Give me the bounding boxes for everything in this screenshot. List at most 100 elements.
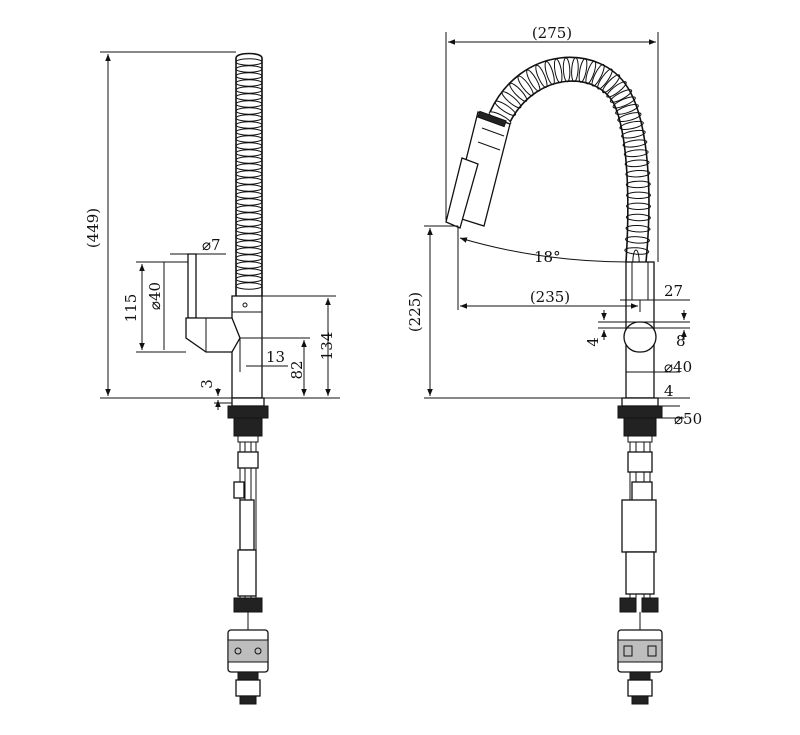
dim-body-offset: 27 — [664, 282, 683, 300]
left-faucet-body — [185, 253, 263, 399]
dim-body-height: 134 — [318, 332, 336, 361]
coil-ring — [585, 60, 597, 85]
dim-base-diameter: ⌀50 — [674, 410, 702, 428]
coil-ring — [501, 91, 522, 109]
dim-spout-offset: 13 — [266, 348, 285, 366]
coil-ring — [235, 58, 263, 66]
dim-knob-offset-a: 4 — [584, 337, 602, 347]
coil-ring — [619, 120, 644, 130]
coil-ring — [235, 128, 263, 136]
coil-ring — [235, 233, 263, 241]
coil-ring — [235, 107, 263, 115]
dim-total-width: (275) — [532, 24, 572, 42]
coil-ring — [571, 57, 579, 83]
coil-ring — [553, 58, 563, 84]
coil-ring — [235, 93, 263, 101]
coil-ring — [625, 236, 650, 244]
coil-ring — [597, 68, 613, 90]
coil-ring — [606, 81, 627, 98]
dim-spray-height: (225) — [406, 292, 424, 332]
dim-total-height: (449) — [84, 208, 102, 248]
dim-handle-diameter: ⌀7 — [202, 236, 221, 254]
dim-knob-offset-b: 8 — [676, 332, 686, 350]
coil-ring — [235, 282, 263, 290]
right-front-view: (275) (225) (235) 18° 27 4 8 ⌀40 4 ⌀50 — [406, 24, 702, 705]
coil-ring — [509, 82, 528, 102]
left-supply-hoses — [227, 442, 269, 705]
coil-ring — [235, 275, 263, 283]
coil-ring — [235, 240, 263, 248]
coil-ring — [235, 191, 263, 199]
coil-ring — [624, 159, 650, 168]
coil-ring — [626, 191, 651, 200]
right-dimensions — [424, 32, 690, 419]
coil-ring — [494, 100, 517, 116]
coil-ring — [625, 180, 651, 189]
coil-ring — [591, 63, 605, 87]
coil-ring — [235, 156, 263, 164]
coil-ring — [235, 72, 263, 80]
coil-ring — [622, 139, 648, 148]
coil-ring — [235, 163, 263, 171]
right-faucet-body — [623, 261, 657, 399]
right-dimension-labels: (275) (225) (235) 18° 27 4 8 ⌀40 4 ⌀50 — [406, 24, 702, 428]
coil-ring — [621, 129, 646, 139]
coil-ring — [544, 61, 555, 86]
coil-ring — [235, 226, 263, 234]
dim-reach: (235) — [530, 288, 570, 306]
coil-ring — [625, 169, 651, 178]
coil-ring — [625, 213, 651, 222]
coil-ring — [578, 58, 588, 83]
coil-ring — [235, 184, 263, 192]
dim-lever-height: 115 — [122, 294, 140, 323]
coil-ring — [626, 202, 651, 211]
coil-ring — [526, 69, 541, 92]
coil-ring — [617, 112, 642, 123]
right-spray-head — [445, 110, 511, 229]
dim-base-thickness: 3 — [198, 379, 216, 389]
coil-ring — [625, 224, 651, 233]
coil-ring — [235, 268, 263, 276]
right-coil-spring — [488, 56, 651, 275]
coil-ring — [235, 149, 263, 157]
coil-ring — [623, 149, 649, 158]
left-coil-spring — [235, 52, 263, 296]
coil-ring — [235, 219, 263, 227]
coil-ring — [609, 89, 633, 103]
coil-ring — [624, 247, 650, 255]
coil-ring — [517, 75, 534, 97]
coil-ring — [235, 170, 263, 178]
coil-ring — [235, 86, 263, 94]
coil-ring — [235, 121, 263, 129]
coil-ring — [235, 100, 263, 108]
left-base-hardware — [227, 397, 269, 443]
coil-ring — [235, 79, 263, 87]
coil-ring — [235, 114, 263, 122]
dim-body-diameter: ⌀40 — [664, 358, 692, 376]
coil-ring — [235, 177, 263, 185]
dim-outlet-height: 82 — [288, 360, 306, 379]
dim-base-gap: 4 — [664, 382, 674, 400]
coil-ring — [612, 96, 636, 109]
coil-ring — [235, 254, 263, 262]
coil-ring — [235, 142, 263, 150]
coil-ring — [235, 65, 263, 73]
left-dimension-labels: (449) 115 ⌀40 ⌀7 13 134 82 3 — [84, 208, 336, 389]
coil-ring — [535, 64, 548, 88]
left-side-view: (449) 115 ⌀40 ⌀7 13 134 82 3 — [84, 51, 340, 705]
right-supply-hoses — [617, 442, 663, 705]
coil-ring — [235, 135, 263, 143]
coil-ring — [235, 212, 263, 220]
left-dimensions — [100, 51, 336, 410]
coil-ring — [235, 247, 263, 255]
coil-ring — [602, 74, 621, 94]
coil-ring — [615, 103, 639, 115]
right-base-hardware — [617, 397, 663, 443]
coil-ring — [235, 205, 263, 213]
coil-ring — [235, 198, 263, 206]
dim-angle: 18° — [534, 248, 561, 266]
dim-lever-diameter: ⌀40 — [146, 282, 164, 310]
coil-ring — [235, 261, 263, 269]
coil-ring — [562, 57, 571, 83]
